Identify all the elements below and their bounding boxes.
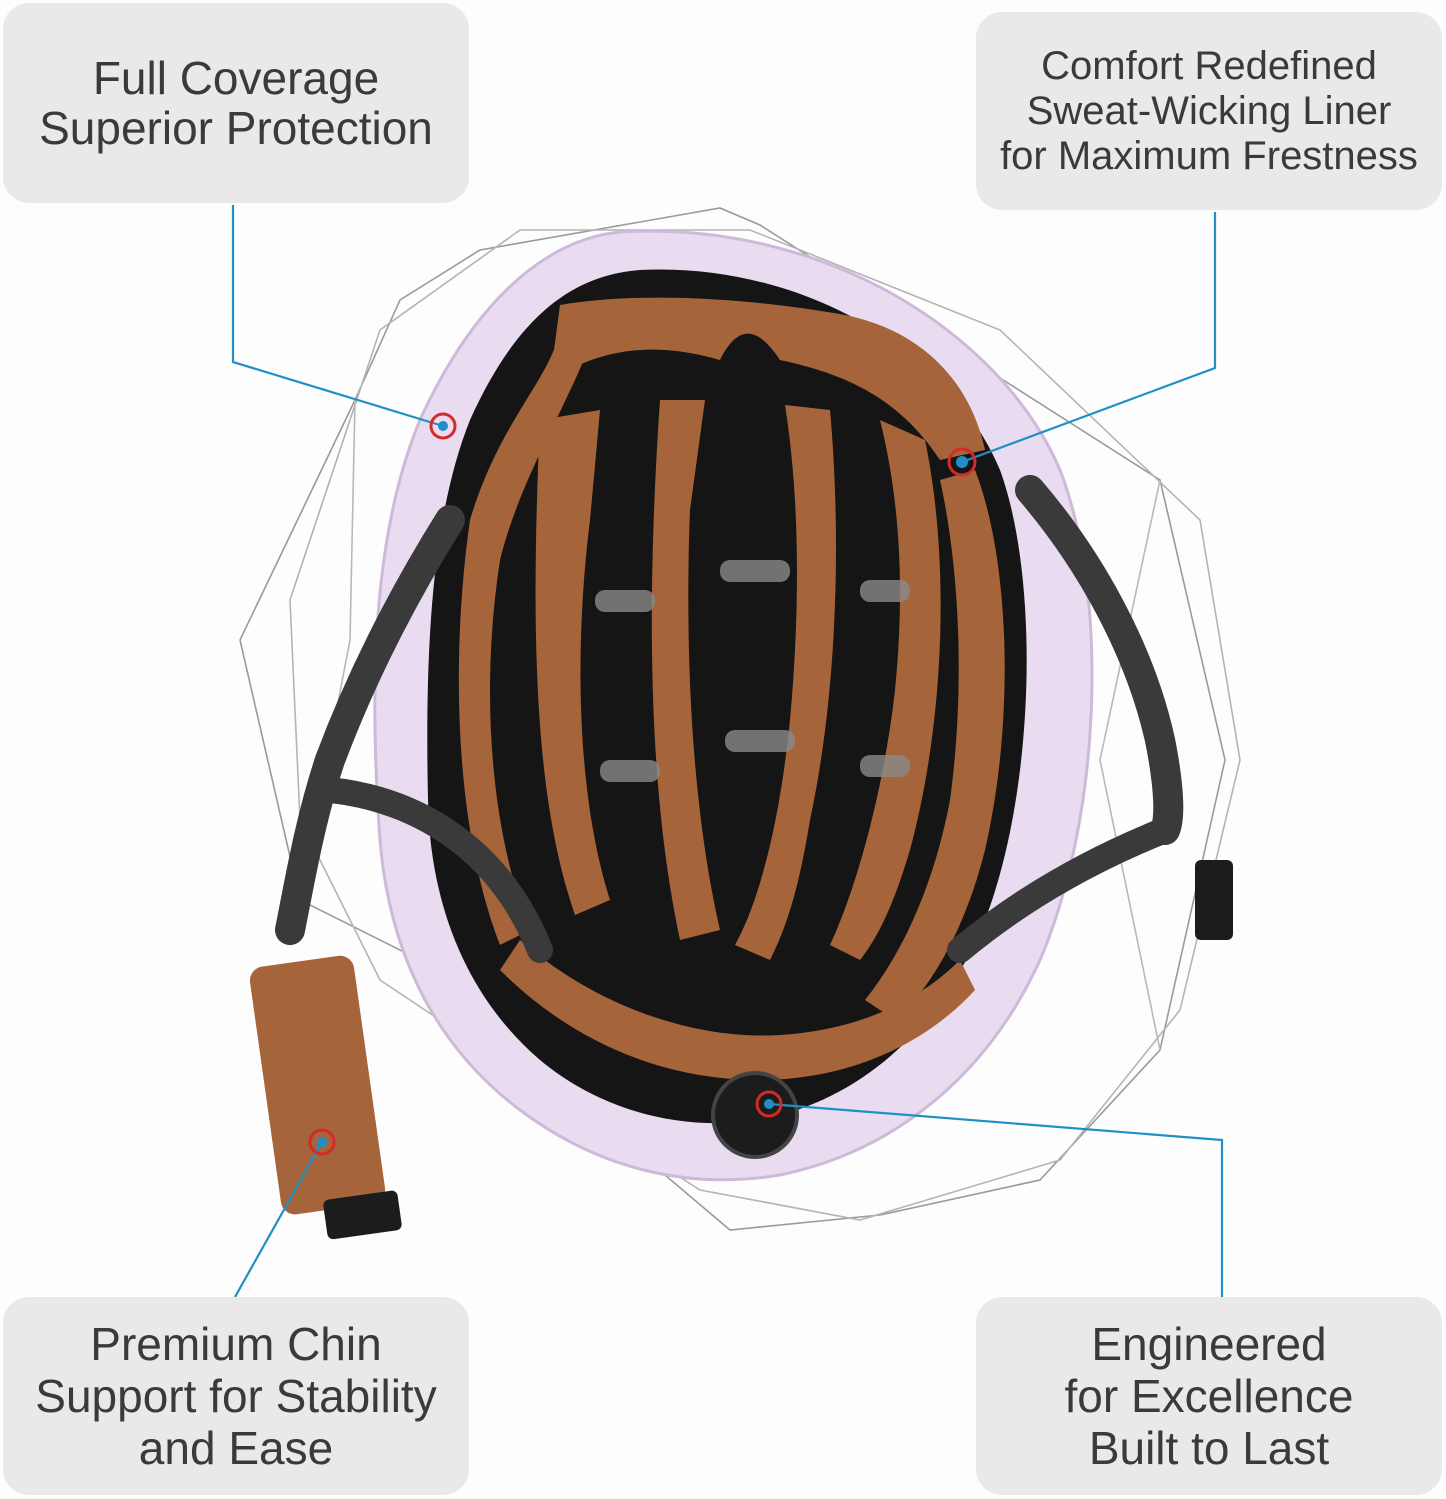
- callout-line: and Ease: [138, 1422, 334, 1474]
- callout-full-coverage: Full Coverage Superior Protection: [3, 3, 469, 203]
- vent-ribs: [595, 560, 910, 782]
- marker-full-coverage: [429, 412, 457, 440]
- callout-line: for Excellence: [1064, 1370, 1354, 1422]
- callout-line: Engineered: [1091, 1318, 1327, 1370]
- callout-line: Support for Stability: [35, 1370, 437, 1422]
- callout-comfort-liner: Comfort Redefined Sweat-Wicking Liner fo…: [976, 12, 1442, 210]
- strap-buckle: [323, 1190, 402, 1240]
- strap-clip-right: [1195, 860, 1233, 940]
- callout-line: Sweat-Wicking Liner: [1026, 88, 1392, 133]
- callout-line: Full Coverage: [92, 52, 380, 104]
- callout-line: Superior Protection: [39, 102, 433, 154]
- chin-straps: [275, 475, 1184, 963]
- marker-chin-support: [308, 1128, 336, 1156]
- comfort-padding: [458, 297, 1005, 1080]
- marker-engineered: [755, 1090, 783, 1118]
- callout-line: for Maximum Frestness: [1000, 133, 1418, 178]
- callout-engineered: Engineered for Excellence Built to Last: [976, 1297, 1442, 1495]
- callout-line: Comfort Redefined: [1041, 43, 1377, 88]
- callout-line: Built to Last: [1088, 1422, 1330, 1474]
- chin-pad: [249, 955, 386, 1215]
- marker-liner: [947, 447, 977, 477]
- fit-dial: [711, 1071, 799, 1159]
- callout-chin-support: Premium Chin Support for Stability and E…: [3, 1297, 469, 1495]
- leader-lines: [231, 205, 1224, 1298]
- callout-line: Premium Chin: [90, 1318, 382, 1370]
